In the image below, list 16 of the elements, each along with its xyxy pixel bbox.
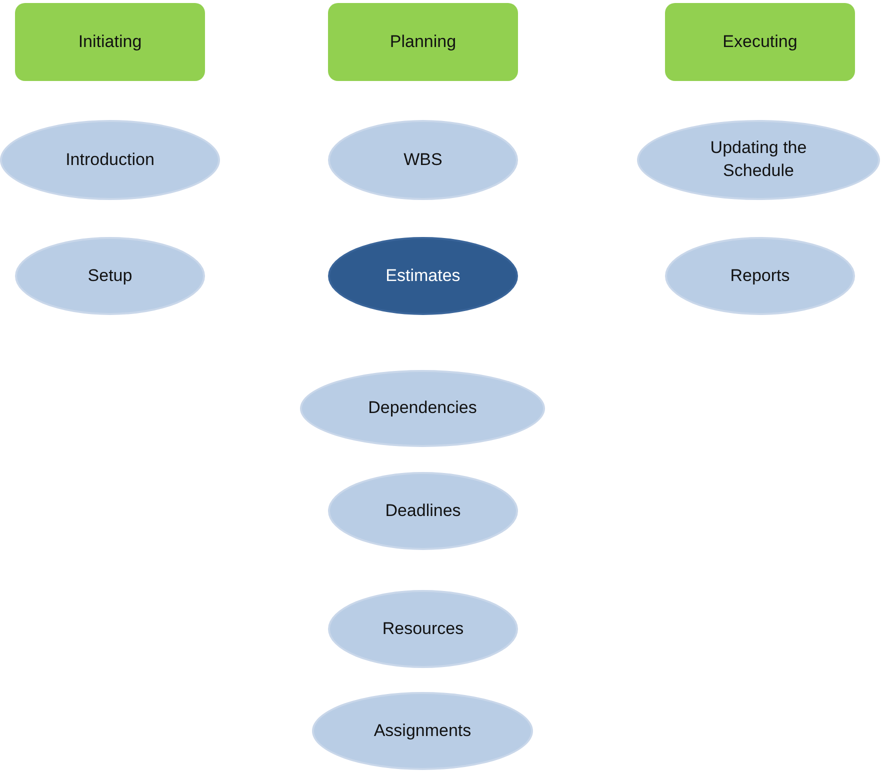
topic-label: Deadlines <box>385 500 461 522</box>
phase-label: Planning <box>390 30 456 53</box>
phase-box <box>15 3 205 81</box>
topic-label: Assignments <box>374 720 472 742</box>
phase-box <box>665 3 855 81</box>
topic-label: Setup <box>88 264 132 287</box>
topic-label: Introduction <box>66 148 154 171</box>
phase-box <box>328 3 518 81</box>
topic-label: Reports <box>730 264 790 287</box>
topic-label: Dependencies <box>368 397 477 420</box>
phase-label: Executing <box>722 30 798 53</box>
topic-label: WBS <box>404 148 442 171</box>
topic-label: Estimates <box>386 264 460 287</box>
topic-label: Updating the Schedule <box>709 137 808 182</box>
phase-label: Initiating <box>78 30 142 53</box>
topic-label: Resources <box>382 618 464 640</box>
